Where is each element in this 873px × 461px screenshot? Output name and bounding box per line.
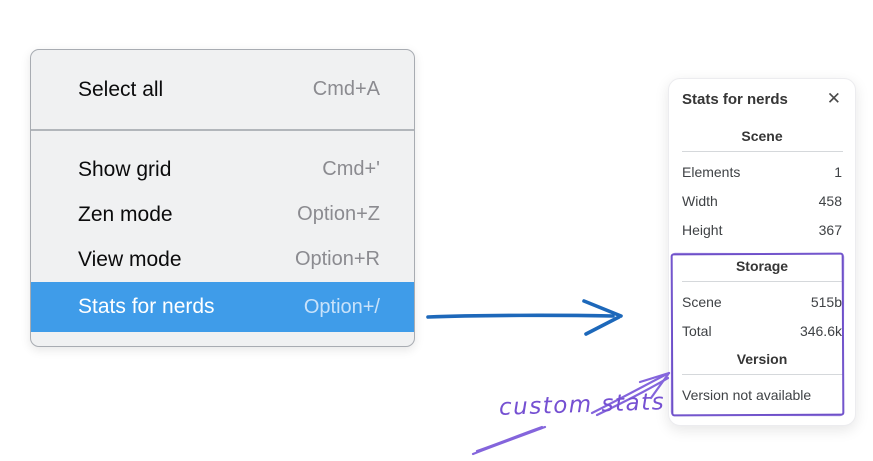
menu-item-shortcut: Cmd+A	[312, 78, 380, 100]
menu-item-shortcut: Option+R	[294, 248, 380, 270]
stat-row-height: Height 367	[669, 215, 855, 244]
menu-item-stats-for-nerds[interactable]: Stats for nerds Option+/	[31, 282, 414, 332]
stat-value: 515b	[810, 293, 842, 310]
stats-panel-title: Stats for nerds	[682, 91, 788, 108]
stat-value: 346.6k	[799, 322, 842, 339]
menu-item-view-mode[interactable]: View mode Option+R	[31, 237, 414, 282]
stat-row-elements: Elements 1	[669, 157, 855, 186]
stats-panel: Stats for nerds ✕ Scene Elements 1 Width…	[668, 78, 856, 426]
stats-panel-header: Stats for nerds ✕	[669, 79, 855, 109]
menu-item-shortcut: Option+/	[303, 295, 380, 318]
menu-item-label: Show grid	[78, 157, 172, 181]
stat-value: 458	[818, 192, 842, 209]
stat-row-scene-storage: Scene 515b	[669, 287, 855, 316]
menu-item-label: Select all	[78, 77, 164, 101]
annotation-custom-stats-label: custom stats	[498, 389, 666, 421]
stat-label: Width	[682, 192, 718, 209]
stat-label: Total	[682, 322, 712, 339]
section-divider	[682, 374, 843, 375]
menu-item-shortcut: Option+Z	[297, 203, 380, 225]
stat-row-width: Width 458	[669, 186, 855, 215]
menu-divider	[31, 129, 414, 131]
menu-item-label: View mode	[78, 247, 182, 271]
stat-label: Scene	[682, 293, 722, 310]
context-menu: Select all Cmd+A Show grid Cmd+' Zen mod…	[30, 49, 415, 347]
stat-value: 1	[834, 163, 842, 180]
section-scene: Scene Elements 1 Width 458 Height 367	[669, 128, 855, 244]
menu-item-shortcut: Cmd+'	[322, 158, 380, 180]
menu-item-select-all[interactable]: Select all Cmd+A	[31, 50, 414, 129]
section-storage: Storage Scene 515b Total 346.6k	[669, 258, 855, 345]
menu-item-show-grid[interactable]: Show grid Cmd+'	[31, 147, 414, 192]
menu-item-label: Stats for nerds	[78, 295, 215, 318]
stat-label: Height	[682, 221, 723, 238]
stat-label: Elements	[682, 163, 741, 180]
section-version: Version Version not available	[669, 351, 855, 409]
menu-item-label: Zen mode	[78, 202, 173, 226]
close-icon[interactable]: ✕	[826, 89, 841, 109]
section-header-storage: Storage	[735, 258, 789, 274]
menu-item-zen-mode[interactable]: Zen mode Option+Z	[31, 192, 414, 237]
section-header-scene: Scene	[741, 128, 783, 144]
section-divider	[682, 281, 843, 282]
flow-arrow-icon	[426, 299, 623, 336]
stat-row-total-storage: Total 346.6k	[669, 316, 855, 345]
menu-group: Show grid Cmd+' Zen mode Option+Z View m…	[31, 131, 414, 332]
section-divider	[682, 151, 843, 152]
version-note: Version not available	[682, 386, 812, 403]
stat-value: 367	[818, 221, 842, 238]
section-header-version: Version	[736, 351, 788, 367]
